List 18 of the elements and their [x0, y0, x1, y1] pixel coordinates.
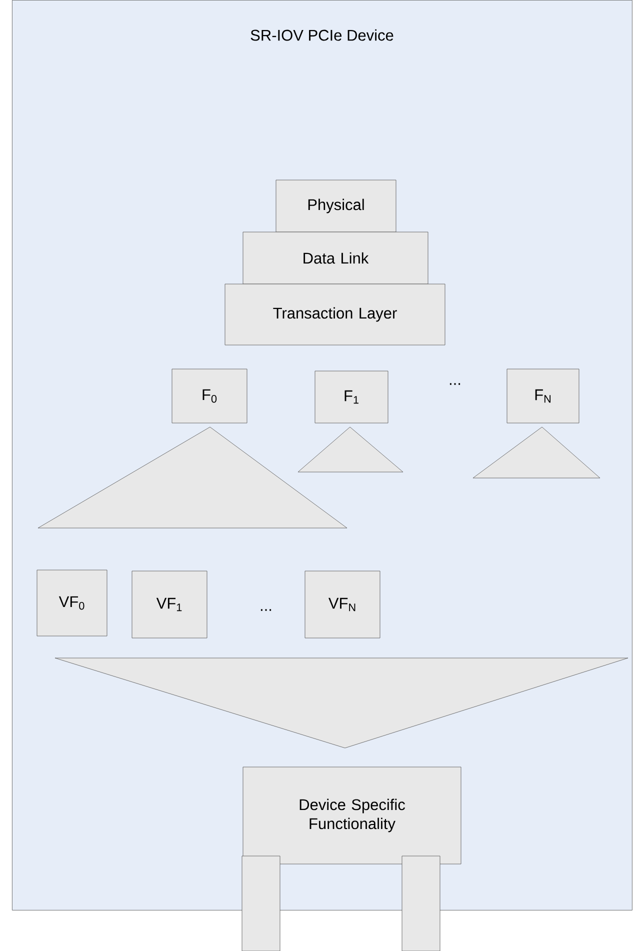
ellipsis-text: ... [260, 609, 272, 611]
triangle-shape [54, 658, 628, 748]
layer-box: VF$_{1}$ [132, 570, 208, 638]
triangle-shape [38, 426, 348, 528]
layer-box: VF$_{N}$ [304, 570, 380, 638]
layer-box: F$_{N}$ [506, 368, 580, 424]
layer-box: F$_{0}$ [172, 368, 248, 424]
layer-box: VF$_{0}$ [36, 570, 108, 636]
triangle-shape [472, 426, 600, 478]
layer-box: Transaction Layer [224, 284, 446, 346]
connector-leg [402, 856, 440, 951]
layer-box: Data Link [242, 232, 428, 284]
layer-box: Device Specific Functionality [242, 766, 462, 864]
triangle-shape [298, 426, 404, 472]
ellipsis-text: ... [450, 383, 460, 385]
layer-box: Physical [276, 180, 396, 232]
layer-box: F$_{1}$ [314, 370, 388, 424]
connector-leg [242, 856, 280, 951]
